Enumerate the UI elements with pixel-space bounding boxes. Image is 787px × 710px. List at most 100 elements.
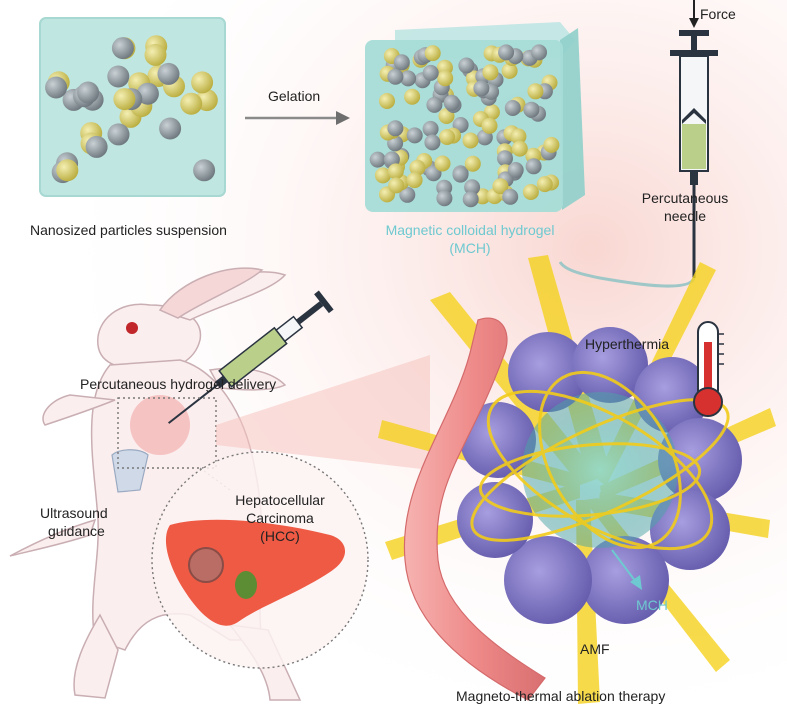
nanoparticle — [437, 70, 454, 87]
nanoparticle — [543, 136, 560, 153]
nanoparticle — [424, 45, 441, 62]
nanoparticle — [387, 68, 404, 85]
nanoparticle — [443, 94, 460, 111]
ultrasound-label-line2: guidance — [48, 523, 105, 539]
nanoparticle — [107, 123, 130, 146]
nanoparticle — [144, 43, 167, 66]
nanoparticle — [388, 177, 405, 194]
nanoparticle — [497, 150, 513, 167]
hcc-label-line1: Hepatocellular — [235, 492, 325, 508]
nanoparticle — [406, 172, 423, 189]
nanoparticle — [369, 151, 386, 168]
nanoparticle — [191, 71, 214, 94]
nanoparticle — [77, 81, 100, 104]
mch-arrow — [611, 549, 642, 590]
hcc-label-line3: (HCC) — [260, 528, 300, 544]
nanoparticle — [136, 82, 159, 105]
nanoparticle — [393, 54, 410, 71]
hcc-tumor — [188, 547, 224, 583]
nanoparticle — [387, 163, 404, 180]
nanoparticle — [501, 62, 518, 79]
therapy-label: Magneto-thermal ablation therapy — [456, 688, 666, 704]
nanoparticle — [404, 88, 421, 105]
gelation-label: Gelation — [268, 88, 321, 104]
nanoparticle — [107, 65, 130, 88]
needle-label-line2: needle — [663, 208, 707, 224]
nanoparticle — [507, 162, 524, 178]
nanoparticle — [85, 135, 108, 158]
nanoparticle — [525, 158, 542, 175]
nanoparticle — [426, 96, 443, 113]
field-loops — [470, 370, 730, 551]
suspension-label: Nanosized particles suspension — [30, 222, 227, 238]
nanoparticle — [527, 83, 544, 100]
nanoparticle — [464, 155, 481, 172]
mch-short-label: MCH — [636, 597, 668, 613]
nanoparticle — [523, 101, 540, 118]
nanoparticle — [522, 184, 539, 200]
nanoparticle — [159, 117, 182, 140]
hcc-label-line2: Carcinoma — [246, 510, 314, 526]
nanoparticle — [511, 140, 528, 157]
zoom-cone — [216, 355, 430, 470]
nanoparticle — [492, 178, 509, 195]
mch-label-line2: (MCH) — [449, 240, 491, 256]
nanoparticle — [374, 167, 391, 184]
blood-vessel — [403, 317, 546, 701]
nanoparticle — [399, 186, 416, 203]
syringe-needle — [558, 0, 718, 288]
nanoparticle — [482, 64, 499, 81]
nanoparticle — [458, 57, 475, 74]
hydrogel-cube — [365, 22, 585, 212]
nanoparticle — [157, 62, 180, 85]
ultrasound-label-line1: Ultrasound — [40, 505, 108, 521]
nanoparticle — [387, 120, 404, 137]
nanoparticle — [406, 127, 423, 144]
selection-box — [117, 397, 217, 469]
liver — [165, 519, 346, 626]
nanoparticle — [113, 88, 136, 111]
needle-label-line1: Percutaneous — [641, 190, 729, 206]
nanoparticle — [436, 190, 453, 207]
delivery-label: Percutaneous hydrogel delivery — [80, 376, 277, 392]
nanoparticle — [379, 93, 395, 109]
nanoparticle — [473, 80, 490, 97]
nanoparticle — [504, 100, 521, 116]
nanoparticle — [383, 151, 400, 168]
suspension-box — [39, 17, 226, 197]
force-label: Force — [700, 6, 736, 22]
nanoparticle — [400, 70, 417, 87]
nanoparticle — [531, 44, 547, 61]
nanoparticle — [56, 159, 79, 182]
nanoparticle — [45, 76, 68, 99]
ultrasound-probe — [111, 449, 149, 493]
gelation-arrow — [245, 111, 350, 125]
nanoparticle — [536, 176, 553, 193]
mch-label-line1: Magnetic colloidal hydrogel — [385, 222, 555, 238]
rabbit-eye — [126, 322, 138, 334]
nanoparticle — [424, 134, 441, 151]
nanoparticle — [502, 188, 519, 205]
nanoparticle — [409, 159, 426, 176]
nanoparticle — [498, 44, 515, 61]
nanoparticle — [422, 64, 439, 81]
nanoparticle — [452, 166, 469, 183]
nanoparticle — [462, 191, 479, 208]
rabbit-chest-glow — [130, 395, 190, 455]
hyperthermia-label: Hyperthermia — [585, 336, 670, 352]
gallbladder — [235, 571, 257, 599]
delivery-syringe — [168, 290, 334, 424]
amf-label: AMF — [580, 641, 610, 657]
nanoparticle — [439, 129, 456, 145]
nanoparticle — [180, 92, 203, 115]
nanoparticle — [422, 120, 439, 137]
nanoparticle — [434, 155, 451, 172]
nanoparticle — [464, 179, 481, 196]
nanoparticle — [111, 37, 134, 60]
nanoparticle — [510, 128, 527, 145]
nanoparticle — [193, 159, 216, 182]
nanoparticle — [462, 132, 479, 149]
nanoparticle — [481, 117, 498, 134]
thermometer-icon — [693, 321, 724, 417]
